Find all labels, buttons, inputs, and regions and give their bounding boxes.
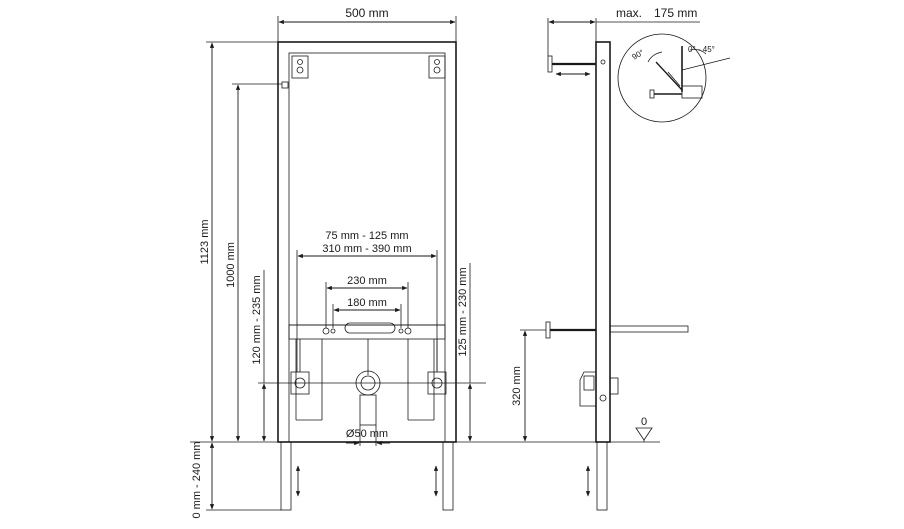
right-leg (433, 441, 454, 511)
spacing-75-125-label: 75 mm - 125 mm (325, 230, 408, 242)
side-valve (579, 371, 619, 407)
height-1123-label: 1123 mm (199, 219, 211, 264)
angle-detail: 90° 0° - 45° (617, 33, 731, 123)
drain-50-label: Ø50 mm (346, 428, 388, 440)
width-180-label: 180 mm (347, 297, 387, 309)
angle-90-label: 90° (631, 48, 646, 62)
leg-range-label: 0 mm - 240 mm (191, 441, 203, 518)
frame-outer (277, 41, 457, 443)
front-view: 500 mm 1123 mm 1000 mm 120 mm - 235 mm 1… (190, 6, 660, 519)
max-label: max. (616, 6, 642, 20)
spacing-310-390-label: 310 mm - 390 mm (322, 243, 411, 255)
height-125-230-label: 125 mm - 230 mm (457, 267, 469, 356)
side-view: max. 175 mm 320 mm 0 (511, 6, 731, 511)
floor-level-symbol: 0 (635, 416, 653, 442)
floor-zero-label: 0 (641, 416, 647, 428)
left-top-bracket (291, 55, 309, 79)
height-320-label: 320 mm (511, 366, 523, 406)
max-175-label: 175 mm (654, 6, 697, 20)
upper-wall-rod (547, 55, 596, 77)
width-230-label: 230 mm (347, 275, 387, 287)
angle-0-45-label: 0° - 45° (688, 45, 715, 54)
height-120-235-label: 120 mm - 235 mm (251, 275, 263, 364)
lower-wall-rod (545, 321, 689, 339)
right-top-bracket (428, 55, 446, 79)
height-1000-label: 1000 mm (225, 242, 237, 288)
side-frame (595, 41, 611, 443)
left-leg (280, 441, 301, 511)
width-500-label: 500 mm (345, 6, 388, 20)
